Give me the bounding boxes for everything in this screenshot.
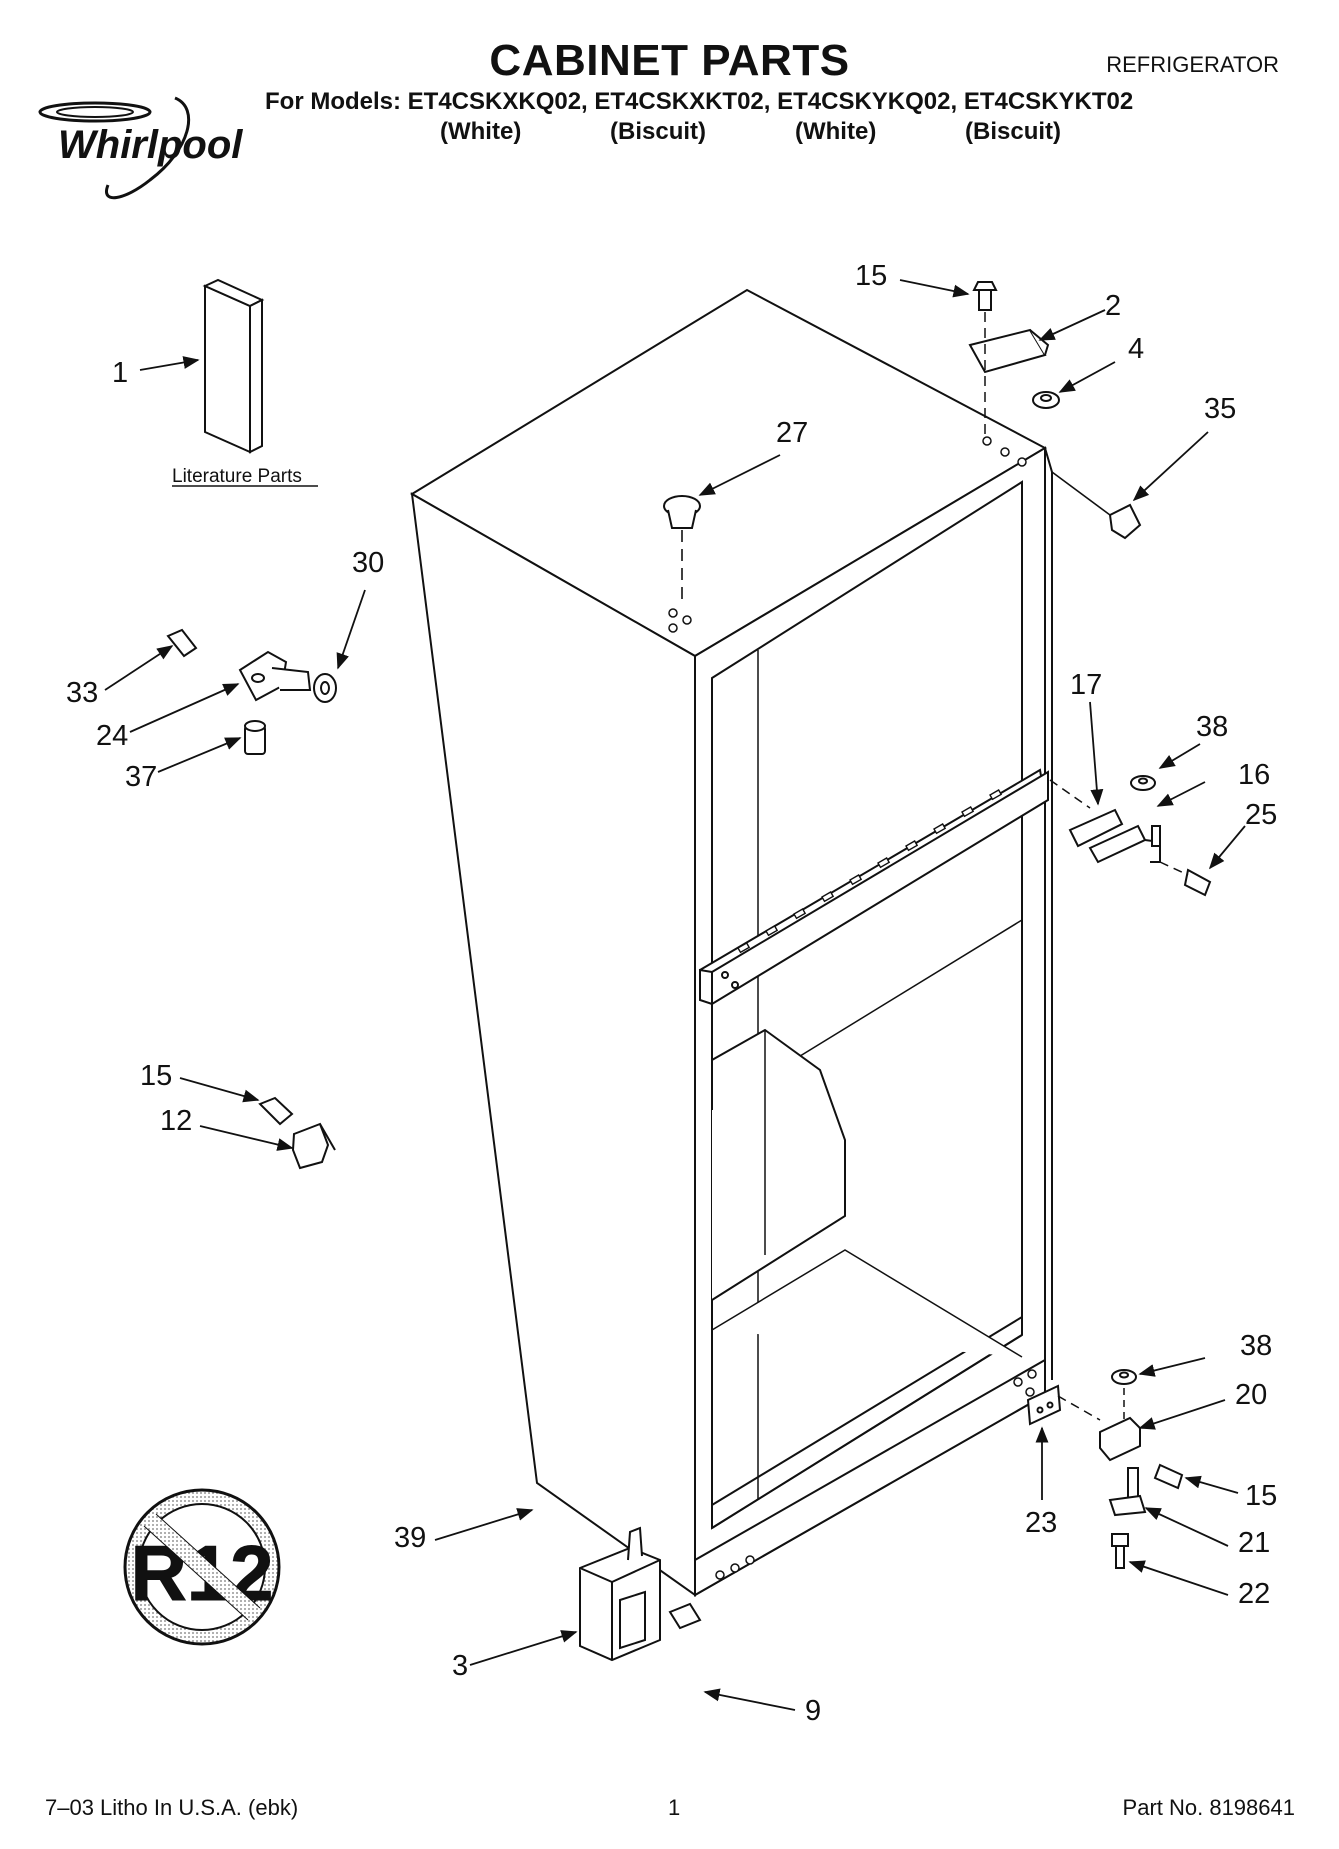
callout-22: 22 <box>1238 1578 1270 1610</box>
whirlpool-logo: Whirlpool <box>38 96 243 200</box>
callout-2: 2 <box>1105 290 1121 322</box>
hinge-pin <box>1108 1467 1147 1517</box>
callout-24: 24 <box>96 720 128 752</box>
bottom-hinge-washer <box>1111 1369 1137 1385</box>
control-assembly <box>579 1526 661 1662</box>
middle-hinge-shim <box>1068 808 1124 848</box>
top-hinge <box>968 328 1050 374</box>
callout-33: 33 <box>66 677 98 709</box>
callout-35: 35 <box>1204 393 1236 425</box>
center-divider-rail <box>698 768 1049 1006</box>
callout-12: 12 <box>160 1105 192 1137</box>
bottom-hinge-screw <box>1153 1463 1184 1490</box>
middle-hinge <box>1088 824 1161 864</box>
callout-21: 21 <box>1238 1527 1270 1559</box>
literature-booklet <box>202 278 265 454</box>
callout-9: 9 <box>805 1695 821 1727</box>
middle-hinge-screw <box>1183 868 1212 897</box>
callout-numbers: 1 2 3 4 9 12 15 15 15 16 17 20 21 22 23 … <box>66 260 1277 1727</box>
callout-3: 3 <box>452 1650 468 1682</box>
callout-15-left: 15 <box>140 1060 172 1092</box>
leader-lines <box>104 279 1246 1711</box>
footer-page-number: 1 <box>668 1795 681 1820</box>
hinge-cap <box>1108 503 1142 540</box>
model-color-1: (White) <box>440 118 522 145</box>
callout-17: 17 <box>1070 669 1102 701</box>
callout-30: 30 <box>352 547 384 579</box>
shield-screw <box>258 1096 294 1126</box>
divider-rail-slots <box>737 789 1003 954</box>
callout-27: 27 <box>776 417 808 449</box>
center-hinge-screw <box>166 628 198 658</box>
model-color-4: (Biscuit) <box>965 118 1061 145</box>
door-stop-bracket <box>238 650 312 702</box>
bushing <box>244 720 266 755</box>
model-color-3: (White) <box>795 118 877 145</box>
model-color-2: (Biscuit) <box>610 118 706 145</box>
no-r12-symbol: R12 <box>123 1488 281 1646</box>
callout-25: 25 <box>1245 799 1277 831</box>
callout-23: 23 <box>1025 1507 1057 1539</box>
bottom-hinge <box>1099 1416 1141 1462</box>
callout-15-bottom: 15 <box>1245 1480 1277 1512</box>
callout-38-top: 38 <box>1196 711 1228 743</box>
spacer-washer <box>313 673 337 703</box>
hinge-shield <box>291 1122 336 1170</box>
models-line: For Models: ET4CSKXKQ02, ET4CSKXKT02, ET… <box>265 88 1134 115</box>
control-screw <box>668 1602 702 1630</box>
whirlpool-logo-text: Whirlpool <box>58 123 243 167</box>
cabinet-holes <box>668 436 1037 1580</box>
middle-hinge-washer <box>1130 775 1156 791</box>
footer-litho: 7–03 Litho In U.S.A. (ebk) <box>45 1795 299 1820</box>
plug-button <box>663 495 701 529</box>
footer-part-number: Part No. 8198641 <box>1122 1795 1295 1820</box>
callout-20: 20 <box>1235 1379 1267 1411</box>
callout-1: 1 <box>112 357 128 389</box>
callout-39: 39 <box>394 1522 426 1554</box>
refrigerator-cabinet <box>410 288 1053 1597</box>
callout-16: 16 <box>1238 759 1270 791</box>
callout-15-top: 15 <box>855 260 887 292</box>
top-hinge-screw <box>972 281 998 311</box>
hinge-washer-top <box>1032 391 1060 409</box>
page-title: CABINET PARTS <box>489 36 850 85</box>
leveling-screw <box>1111 1533 1129 1569</box>
callout-37: 37 <box>125 761 157 793</box>
callout-38-bottom: 38 <box>1240 1330 1272 1362</box>
appliance-category: REFRIGERATOR <box>1106 52 1279 77</box>
bottom-hinge-shim <box>1026 1384 1062 1426</box>
literature-parts-label: Literature Parts <box>172 466 302 487</box>
callout-4: 4 <box>1128 333 1144 365</box>
